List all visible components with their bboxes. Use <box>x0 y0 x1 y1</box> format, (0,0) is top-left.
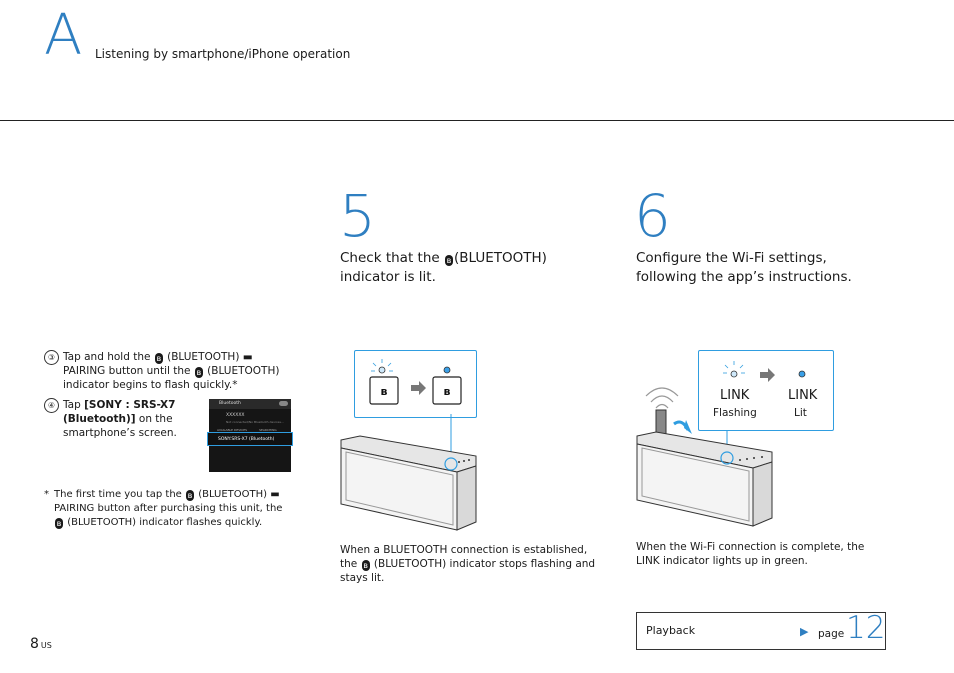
step-3-text-e: (BLUETOOTH) indicator <box>63 365 280 391</box>
speaker-illustration-5 <box>340 414 477 531</box>
step-6-instruction: Configure the Wi-Fi settings, following … <box>636 249 896 287</box>
header-rule <box>0 120 954 121</box>
phone-col-1: AVAILABLE DEVICES <box>217 428 248 432</box>
phone-header: Bluetooth <box>209 399 291 409</box>
step-4-text-a: Tap <box>63 399 81 411</box>
section-title: Listening by smartphone/iPhone operation <box>95 47 351 61</box>
step-3: ③ Tap and hold the ʙ (BLUETOOTH) ▬ PAIRI… <box>44 350 294 391</box>
svg-text:ʙ: ʙ <box>381 385 388 398</box>
step-5-number: 5 <box>339 182 376 250</box>
device-name: SONY:SRS-X7 (Bluetooth) <box>218 437 275 442</box>
bluetooth-icon: ʙ <box>186 490 194 501</box>
step-3-number: ③ <box>44 350 59 365</box>
footnote-mark: * <box>44 489 49 500</box>
step-6-text-1: Configure the Wi-Fi settings, <box>636 250 827 266</box>
step-5-text-a: Check that the <box>340 250 440 266</box>
triangle-right-icon: ▶ <box>800 625 809 638</box>
section-letter: A <box>44 3 83 68</box>
bluetooth-icon: ʙ <box>55 518 63 529</box>
step-5-instruction: Check that the ʙ(BLUETOOTH) indicator is… <box>340 249 580 287</box>
bluetooth-icon: ʙ <box>444 255 453 266</box>
step-3-text-d: button until the <box>108 365 191 377</box>
step-6-caption-2: LINK indicator lights up in green. <box>636 555 808 567</box>
step-5-callout: ʙ ʙ <box>354 350 477 418</box>
phone-sub: Not connected/No Bluetooth devices... <box>226 420 284 424</box>
footnote-text-c: PAIRING button after purchasing this uni… <box>54 503 283 514</box>
page-word: page <box>818 628 845 640</box>
step-4-device-name: [SONY : SRS-X7 (Bluetooth)] <box>63 399 176 425</box>
step-5-caption: When a BLUETOOTH connection is establish… <box>340 543 596 585</box>
bluetooth-icon: ʙ <box>361 560 370 571</box>
speaker-illustration-6 <box>636 387 773 527</box>
phone-col-2: SEARCHING <box>259 428 277 432</box>
step-3-text-a: Tap and hold the <box>63 351 151 363</box>
step-5-caption-b: the <box>340 558 358 570</box>
svg-text:ʙ: ʙ <box>444 385 451 398</box>
step-4-number: ④ <box>44 398 59 413</box>
footnote-text-a: The first time you tap the <box>54 489 182 500</box>
step-6-caption-1: When the Wi-Fi connection is complete, t… <box>636 541 865 553</box>
step-3-text-b: (BLUETOOTH) <box>167 351 240 363</box>
phone-device: XXXXXX <box>226 413 245 418</box>
link-label-flashing: LINK <box>720 388 750 403</box>
step-6-text-2: following the app’s instructions. <box>636 269 852 285</box>
bluetooth-indicator-diagram: ʙ ʙ <box>369 359 462 405</box>
step-5-caption-c: (BLUETOOTH) indicator stops flashing and <box>373 558 596 570</box>
step-3-text-c: PAIRING <box>63 365 106 377</box>
step-4: ④ Tap [SONY : SRS-X7 (Bluetooth)] on the… <box>44 398 184 439</box>
flashing-label: Flashing <box>713 407 757 419</box>
step-5-text-c: indicator is lit. <box>340 269 436 285</box>
link-indicator-diagram <box>723 361 806 382</box>
wifi-icon <box>645 387 679 409</box>
page-number: 8 <box>30 636 39 652</box>
device-list-item-srs-x7[interactable]: SONY:SRS-X7 (Bluetooth) <box>207 432 293 446</box>
link-label-lit: LINK <box>788 388 818 403</box>
dash-icon: ▬ <box>270 489 280 500</box>
step-5-caption-a: When a BLUETOOTH connection is establish… <box>340 544 588 556</box>
lit-label: Lit <box>794 407 807 419</box>
bluetooth-icon: ʙ <box>154 353 163 364</box>
footnote-text-d: (BLUETOOTH) indicator flashes quickly. <box>67 517 263 528</box>
step-4-text-b: on the smartphone’s screen. <box>63 413 177 439</box>
step-6-number: 6 <box>634 182 671 250</box>
step-6-callout: LINK LINK Flashing Lit <box>698 350 834 431</box>
step-6-caption: When the Wi-Fi connection is complete, t… <box>636 540 886 568</box>
step-5-text-b: (BLUETOOTH) <box>453 250 547 266</box>
page-ref-label: Playback <box>646 624 696 637</box>
dash-icon: ▬ <box>242 351 253 363</box>
page-ref-number: 12 <box>846 610 886 646</box>
bluetooth-icon: ʙ <box>194 367 203 378</box>
phone-header-label: Bluetooth <box>219 401 241 406</box>
footnote: * The first time you tap the ʙ (BLUETOOT… <box>44 488 294 529</box>
region-code: US <box>40 641 52 650</box>
footnote-text-b: (BLUETOOTH) <box>198 489 268 500</box>
step-5-caption-d: stays lit. <box>340 572 385 584</box>
step-3-text-f: begins to flash quickly.* <box>112 379 238 391</box>
page-reference-link[interactable]: Playback ▶ page 12 <box>636 610 886 650</box>
toggle-icon <box>279 401 288 406</box>
